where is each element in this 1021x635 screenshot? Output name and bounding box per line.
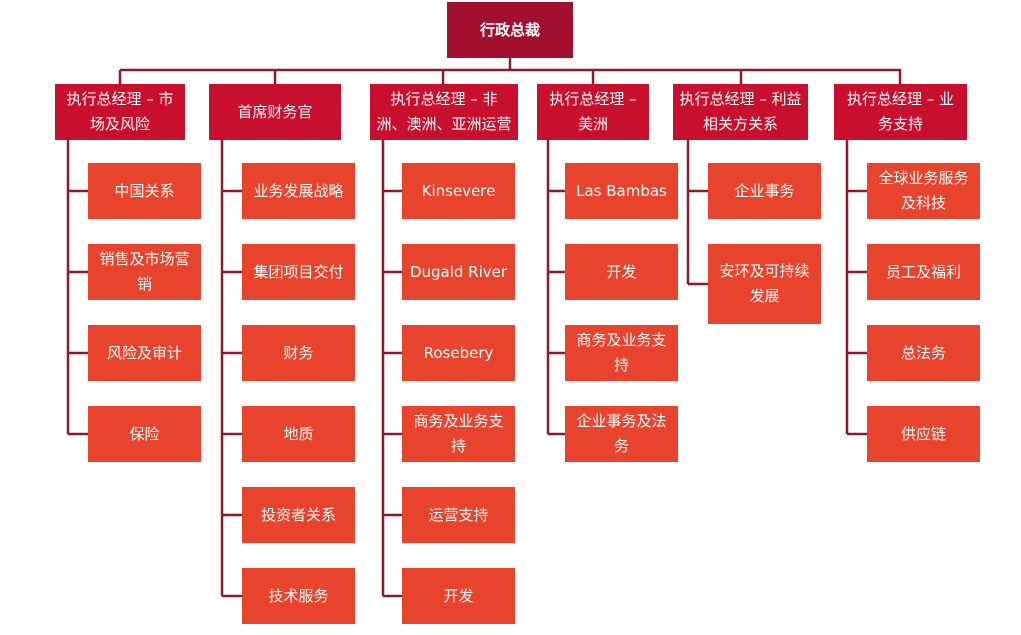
child-box: 财务 (242, 325, 355, 381)
manager-label: 首席财务官 (237, 102, 313, 121)
manager-business-support: 执行总经理 – 业务支持 (834, 84, 967, 140)
child-box: 企业事务 (708, 163, 821, 219)
child-box: 业务发展战略 (242, 163, 355, 219)
child-label: Dugald River (409, 262, 508, 281)
child-box: 保险 (88, 406, 201, 462)
manager-label: 执行总经理 – 业务支持 (846, 90, 955, 133)
child-label: 全球业务服务及科技 (878, 169, 969, 212)
child-label: 供应链 (900, 424, 946, 443)
child-label: Las Bambas (576, 181, 667, 200)
child-label: Rosebery (423, 343, 494, 362)
child-label: Kinsevere (421, 181, 496, 200)
child-box: 开发 (402, 568, 515, 624)
manager-operations: 执行总经理 – 非洲、澳洲、亚洲运营 (370, 84, 518, 140)
ceo-label: 行政总裁 (479, 20, 540, 39)
child-label: 企业事务及法务 (576, 412, 667, 455)
manager-label: 执行总经理 – 非洲、澳洲、亚洲运营 (376, 90, 512, 133)
child-box: 商务及业务支持 (402, 406, 515, 462)
child-label: 安环及可持续发展 (719, 262, 810, 305)
child-label: 技术服务 (268, 586, 329, 605)
child-box: 投资者关系 (242, 487, 355, 543)
manager-cfo: 首席财务官 (209, 84, 341, 140)
manager-stakeholder-relations: 执行总经理 – 利益相关方关系 (673, 84, 808, 140)
child-box: Las Bambas (565, 163, 678, 219)
child-label: 业务发展战略 (253, 181, 344, 200)
child-label: 商务及业务支持 (413, 412, 504, 455)
child-box: 地质 (242, 406, 355, 462)
manager-label: 执行总经理 – 市场及风险 (66, 90, 174, 133)
child-label: 开发 (443, 586, 474, 605)
child-label: 销售及市场营销 (99, 250, 190, 293)
child-box: Kinsevere (402, 163, 515, 219)
manager-markets-risk: 执行总经理 – 市场及风险 (55, 84, 185, 140)
child-box: 中国关系 (88, 163, 201, 219)
child-box: 运营支持 (402, 487, 515, 543)
child-box: Dugald River (402, 244, 515, 300)
manager-label: 执行总经理 – 利益相关方关系 (679, 90, 802, 133)
child-box: 技术服务 (242, 568, 355, 624)
child-box: 销售及市场营销 (88, 244, 201, 300)
child-label: 中国关系 (114, 181, 175, 200)
ceo-box: 行政总裁 (447, 2, 573, 58)
manager-label: 执行总经理 – 美洲 (549, 90, 637, 133)
manager-americas: 执行总经理 – 美洲 (537, 84, 649, 140)
child-label: 投资者关系 (260, 505, 336, 524)
child-label: 保险 (129, 424, 160, 443)
child-box: 员工及福利 (867, 244, 980, 300)
child-label: 开发 (606, 262, 637, 281)
child-box: 总法务 (867, 325, 980, 381)
child-label: 企业事务 (734, 181, 795, 200)
child-label: 财务 (283, 343, 314, 362)
child-label: 运营支持 (428, 505, 489, 524)
child-label: 地质 (283, 424, 314, 443)
child-box: 风险及审计 (88, 325, 201, 381)
child-box: 全球业务服务及科技 (867, 163, 980, 219)
child-label: 集团项目交付 (253, 262, 344, 281)
child-box: 开发 (565, 244, 678, 300)
child-box: 商务及业务支持 (565, 325, 678, 381)
child-box: 安环及可持续发展 (708, 244, 821, 324)
child-box: Rosebery (402, 325, 515, 381)
child-box: 集团项目交付 (242, 244, 355, 300)
child-box: 供应链 (867, 406, 980, 462)
child-label: 商务及业务支持 (576, 331, 667, 374)
child-label: 总法务 (900, 343, 946, 362)
child-label: 风险及审计 (106, 343, 182, 362)
child-box: 企业事务及法务 (565, 406, 678, 462)
child-label: 员工及福利 (885, 262, 961, 281)
